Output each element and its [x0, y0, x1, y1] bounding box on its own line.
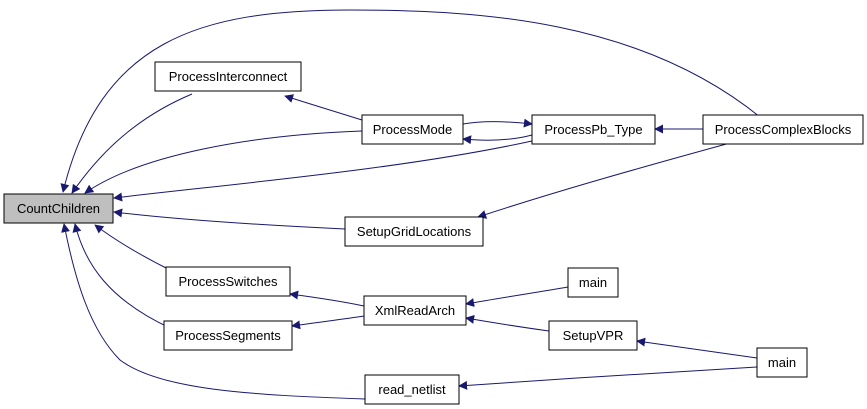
edge-processmode-to-processinterconnect [284, 94, 363, 121]
edge-processpbtype-to-processmode [462, 134, 533, 145]
node-label: ProcessComplexBlocks [715, 122, 852, 137]
edge-main2-to-readnetlist [458, 366, 758, 390]
node-processcomplexblocks[interactable]: ProcessComplexBlocks [702, 114, 864, 145]
edge-processswitches-to-countchildren [94, 224, 171, 271]
node-setupgridlocations[interactable]: SetupGridLocations [344, 216, 484, 247]
edge-xmlreadarch-to-processsegments [291, 315, 365, 330]
edge-processmode-to-processpbtype [462, 118, 533, 128]
node-main-1[interactable]: main [567, 267, 619, 298]
edge-main1-to-xmlreadarch [465, 286, 569, 307]
node-label: read_netlist [378, 382, 446, 397]
edge-readnetlist-to-countchildren [61, 223, 366, 400]
node-countchildren[interactable]: CountChildren [3, 193, 114, 224]
edge-processsegments-to-countchildren [72, 223, 171, 329]
node-processpbtype[interactable]: ProcessPb_Type [531, 114, 656, 145]
node-label: ProcessInterconnect [169, 69, 288, 84]
node-label: ProcessSegments [175, 328, 281, 343]
edges [60, 9, 761, 400]
node-xmlreadarch[interactable]: XmlReadArch [363, 295, 467, 326]
node-processmode[interactable]: ProcessMode [361, 114, 464, 145]
node-label: XmlReadArch [375, 303, 455, 318]
edge-processinterconnect-to-countchildren [71, 93, 193, 194]
node-label: ProcessSwitches [179, 274, 278, 289]
edge-setupvpr-to-xmlreadarch [465, 314, 550, 332]
edge-main2-to-setupvpr [636, 337, 758, 359]
node-processinterconnect[interactable]: ProcessInterconnect [154, 61, 302, 92]
node-label: ProcessPb_Type [544, 122, 642, 137]
node-label: main [579, 275, 607, 290]
edge-processpbtype-to-countchildren [113, 140, 533, 202]
edge-processmode-to-countchildren [84, 130, 363, 194]
node-label: SetupGridLocations [357, 224, 472, 239]
node-label: ProcessMode [373, 122, 452, 137]
node-processswitches[interactable]: ProcessSwitches [165, 266, 291, 297]
node-setupvpr[interactable]: SetupVPR [548, 320, 638, 351]
edge-setupgridlocations-to-countchildren [113, 208, 346, 230]
node-label: main [768, 355, 796, 370]
node-label: SetupVPR [563, 328, 624, 343]
edge-processcomplexblocks-to-countchildren [60, 9, 761, 193]
node-main-2[interactable]: main [756, 347, 808, 378]
edge-xmlreadarch-to-processswitches [289, 290, 365, 307]
edge-processcomplexblocks-to-setupgridlocations [477, 142, 731, 219]
node-readnetlist[interactable]: read_netlist [364, 374, 460, 405]
node-processsegments[interactable]: ProcessSegments [163, 320, 293, 351]
node-label: CountChildren [17, 201, 100, 216]
